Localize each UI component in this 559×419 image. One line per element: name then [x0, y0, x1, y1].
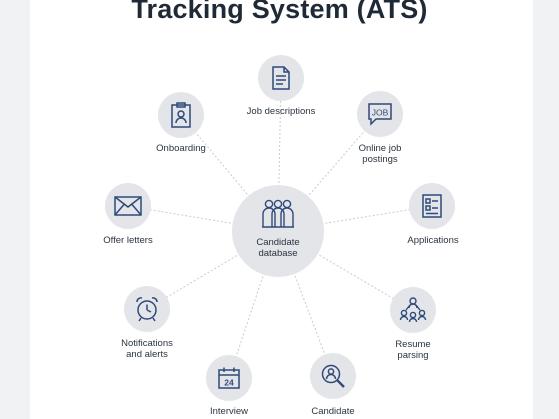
label-job-descriptions: Job descriptions — [246, 106, 316, 117]
label-online-job-postings: Online job postings — [358, 143, 402, 165]
node-notifications-and-alerts — [124, 286, 170, 332]
node-offer-letters — [105, 183, 151, 229]
people-group-icon — [262, 199, 294, 228]
label-notifications-and-alerts: Notifications and alerts — [121, 338, 173, 360]
diagram-title: Tracking System (ATS) — [131, 0, 428, 24]
form-icon — [422, 194, 442, 218]
job-speech-bubble-icon: JOB — [368, 103, 392, 126]
alarm-clock-icon — [136, 297, 158, 322]
node-online-job-postings: JOB — [357, 91, 403, 137]
node-candidate — [310, 353, 356, 399]
label-interview: Interview — [209, 406, 248, 417]
label-offer-letters: Offer letters — [103, 235, 153, 246]
node-onboarding — [158, 92, 204, 138]
envelope-icon — [114, 196, 142, 216]
label-onboarding: Onboarding — [156, 143, 206, 154]
label-resume-parsing: Resume parsing — [395, 339, 431, 361]
node-job-descriptions — [258, 55, 304, 101]
node-applications — [409, 183, 455, 229]
clipboard-person-icon — [171, 102, 191, 128]
label-candidate: Candidate — [311, 406, 355, 417]
document-icon — [272, 66, 290, 90]
node-resume-parsing — [390, 287, 436, 333]
node-interview: 24 — [206, 355, 252, 401]
center-label-line1: Candidate — [256, 237, 300, 248]
label-applications: Applications — [407, 235, 459, 246]
center-label-line2: database — [258, 248, 298, 259]
svg-text:JOB: JOB — [372, 108, 389, 118]
calendar-icon: 24 — [218, 367, 240, 389]
network-people-icon — [399, 297, 427, 323]
center-node-candidate-database: Candidate database — [232, 185, 324, 277]
svg-text:24: 24 — [224, 378, 234, 388]
magnifier-person-icon — [321, 364, 345, 388]
